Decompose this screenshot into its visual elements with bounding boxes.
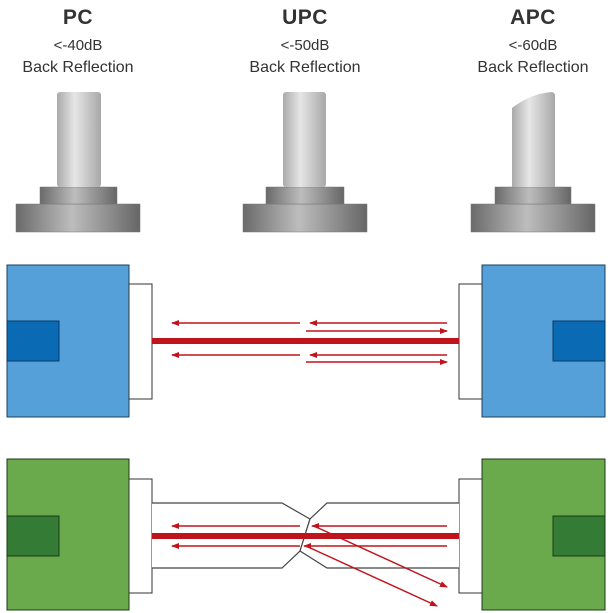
apc-loss: <-60dB (508, 37, 558, 54)
left-green-core (6, 515, 60, 557)
right-green-core (552, 515, 606, 557)
upc-title: UPC (282, 6, 328, 29)
right-blue-core (552, 320, 606, 362)
pc-caption: Back Reflection (22, 59, 134, 76)
upc-mating-illustration (6, 264, 606, 418)
upc-caption: Back Reflection (249, 59, 361, 76)
left-blue-ferrule (128, 283, 153, 400)
apc-title: APC (510, 6, 556, 29)
upc-loss: <-50dB (280, 37, 330, 54)
apc-mating-illustration (6, 458, 606, 611)
deflected-reflection-arrow (313, 525, 448, 588)
pc-connector-icon (15, 92, 141, 233)
apc-connector-icon (470, 92, 596, 233)
left-blue-core (6, 320, 60, 362)
pc-title: PC (62, 6, 94, 29)
deflected-reflection-arrow (305, 545, 438, 607)
right-blue-ferrule (458, 283, 483, 400)
upc-connector-icon (242, 92, 368, 233)
pc-loss: <-40dB (53, 37, 103, 54)
apc-caption: Back Reflection (477, 59, 589, 76)
left-green-ferrule (128, 478, 153, 594)
right-green-ferrule (458, 478, 483, 594)
